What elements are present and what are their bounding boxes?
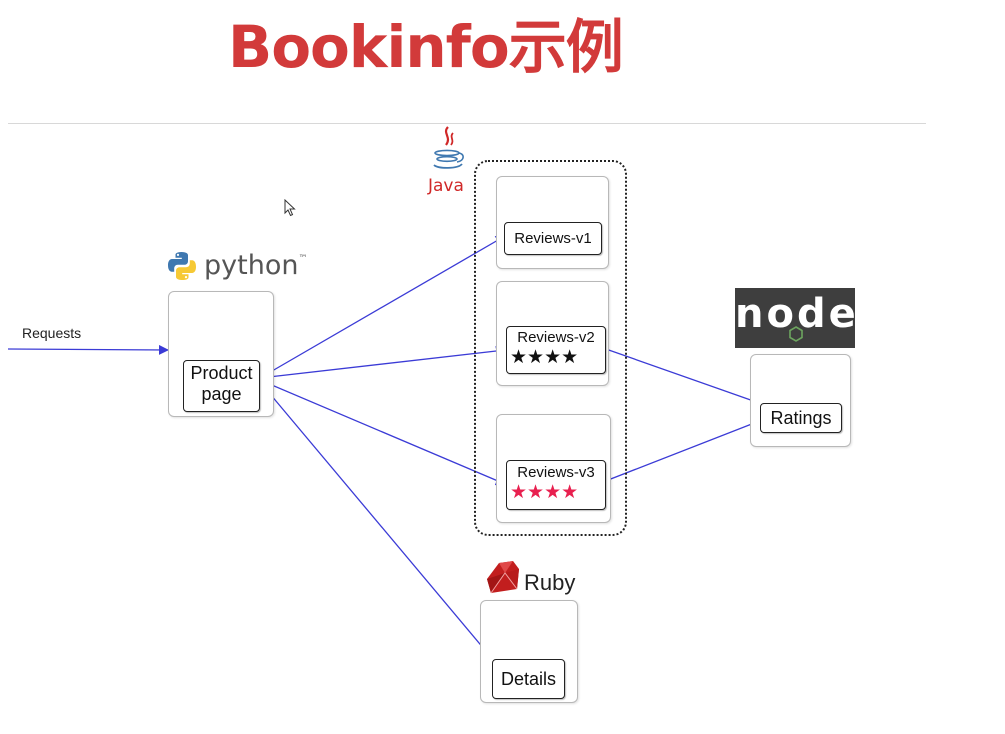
reviews-v2-star-rating: ★★★★ (510, 347, 579, 368)
productpage-label-line2: page (201, 384, 242, 404)
productpage-label-line1: Product (190, 363, 253, 383)
details-label: Details (500, 669, 557, 689)
divider (8, 123, 926, 124)
arrow-reviews-v2-to-ratings (602, 347, 763, 406)
productpage-node[interactable]: Product page (183, 360, 260, 412)
arrow-productpage-to-reviews-v3 (259, 379, 506, 486)
reviews-v3-label: Reviews-v3 (517, 464, 595, 481)
java-logo-icon (433, 126, 464, 169)
arrow-reviews-v3-to-ratings (602, 418, 763, 483)
ratings-label: Ratings (770, 408, 832, 428)
reviews-v3-star-rating: ★★★★ (510, 482, 579, 503)
reviews-v3-node[interactable]: Reviews-v3 ★★★★ (506, 460, 606, 510)
python-logo-text: python™ (204, 250, 308, 281)
nodejs-logo: node (735, 288, 859, 348)
reviews-v2-node[interactable]: Reviews-v2 ★★★★ (506, 326, 606, 374)
java-logo-text: Java (428, 176, 464, 196)
page-title: Bookinfo示例 (228, 13, 624, 81)
reviews-group-border (474, 160, 627, 536)
arrow-productpage-to-reviews-v1 (259, 235, 506, 379)
ruby-logo-text: Ruby (524, 570, 576, 595)
nodejs-hexagon-icon (789, 326, 803, 342)
reviews-v1-node[interactable]: Reviews-v1 (504, 222, 602, 255)
python-logo-icon (168, 252, 196, 280)
requests-label: Requests (22, 325, 82, 341)
nodejs-logo-text: node (735, 291, 859, 337)
ratings-node[interactable]: Ratings (760, 403, 842, 433)
reviews-v2-label: Reviews-v2 (517, 329, 595, 346)
details-node[interactable]: Details (492, 659, 565, 699)
ratings-service-box (750, 354, 851, 447)
arrow-requests-to-productpage (7, 344, 169, 355)
reviews-v1-label: Reviews-v1 (514, 230, 592, 247)
mouse-cursor-icon (284, 199, 296, 217)
arrow-productpage-to-details (259, 381, 496, 663)
ruby-logo-icon (487, 561, 519, 594)
arrow-productpage-to-reviews-v2 (259, 346, 506, 379)
